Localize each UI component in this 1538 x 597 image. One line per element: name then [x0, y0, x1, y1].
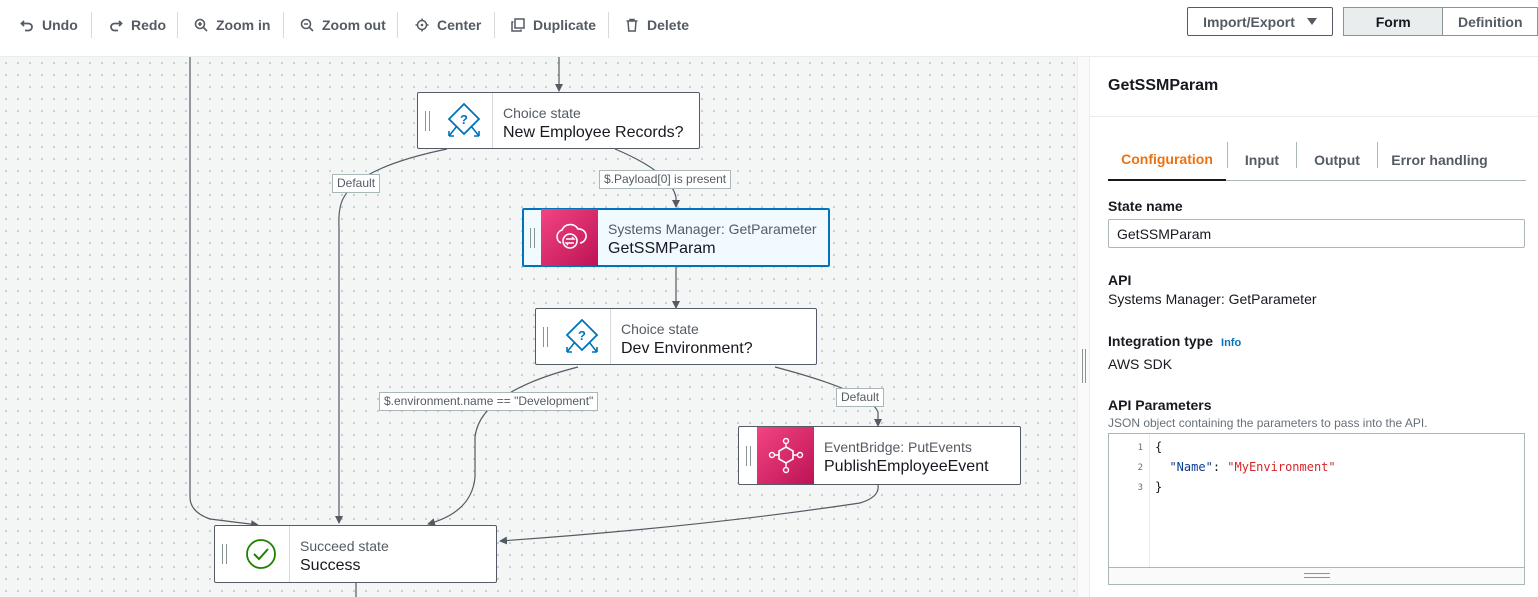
api-parameters-description: JSON object containing the parameters to…: [1108, 416, 1428, 430]
svg-text:?: ?: [578, 328, 586, 343]
info-link[interactable]: Info: [1221, 337, 1242, 349]
line-number: 3: [1137, 483, 1143, 493]
zoom-in-button[interactable]: Zoom in: [194, 10, 270, 40]
center-label: Center: [437, 17, 482, 33]
inspector-tabs: Configuration Input Output Error handlin…: [1108, 139, 1526, 181]
drag-handle[interactable]: [523, 209, 541, 266]
undo-label: Undo: [42, 17, 78, 33]
zoom-out-icon: [300, 18, 314, 32]
svg-text:?: ?: [460, 112, 468, 127]
choice-state-icon: ?: [436, 93, 493, 148]
redo-button[interactable]: Redo: [109, 10, 166, 40]
edge-env-dev: [427, 366, 579, 527]
node-type: EventBridge: PutEvents: [824, 439, 972, 455]
api-value: Systems Manager: GetParameter: [1108, 291, 1317, 307]
eventbridge-icon: [757, 427, 814, 484]
drag-handle[interactable]: [418, 93, 436, 148]
redo-icon: [110, 20, 123, 32]
toolbar: Undo Redo Zoom in Zoom out Center Duplic…: [0, 0, 1538, 57]
state-node-publish-employee-event[interactable]: EventBridge: PutEvents PublishEmployeeEv…: [738, 426, 1021, 485]
systems-manager-icon: [541, 209, 598, 266]
state-node-choice-new-records[interactable]: ? Choice state New Employee Records?: [417, 92, 700, 149]
state-node-getssmparam[interactable]: Systems Manager: GetParameter GetSSMPara…: [522, 208, 830, 267]
inspector-panel: GetSSMParam Configuration Input Output E…: [1090, 57, 1538, 597]
api-label: API: [1108, 272, 1132, 288]
node-name: Dev Environment?: [621, 340, 753, 357]
delete-button[interactable]: Delete: [625, 10, 689, 40]
api-parameters-label: API Parameters: [1108, 397, 1212, 413]
duplicate-label: Duplicate: [533, 17, 597, 33]
integration-type-text: Integration type: [1108, 333, 1214, 349]
node-name: PublishEmployeeEvent: [824, 458, 989, 475]
check-circle-icon: [233, 526, 290, 582]
edge-label-default-2: Default: [836, 388, 885, 407]
edge-label-payload: $.Payload[0] is present: [599, 170, 732, 189]
drag-handle[interactable]: [739, 427, 757, 484]
tab-input[interactable]: Input: [1244, 152, 1280, 168]
undo-button[interactable]: Undo: [20, 10, 78, 40]
state-node-choice-dev-env[interactable]: ? Choice state Dev Environment?: [535, 308, 817, 365]
node-type: Choice state: [621, 321, 699, 337]
edge-default1: [335, 148, 448, 524]
node-name: Success: [300, 557, 361, 574]
integration-type-value: AWS SDK: [1108, 356, 1173, 372]
zoom-out-label: Zoom out: [322, 17, 386, 33]
json-value: "MyEnvironment": [1227, 460, 1336, 474]
panel-resize-handle[interactable]: [1077, 57, 1090, 597]
code-line: }: [1155, 480, 1163, 494]
state-node-success[interactable]: Succeed state Success: [214, 525, 497, 583]
workflow-edges: [189, 57, 882, 597]
center-button[interactable]: Center: [415, 10, 481, 40]
mode-form-button[interactable]: Form: [1344, 8, 1444, 35]
line-number: 1: [1137, 443, 1143, 453]
zoom-out-button[interactable]: Zoom out: [300, 10, 386, 40]
tab-output[interactable]: Output: [1314, 152, 1360, 168]
drag-handle[interactable]: [215, 526, 233, 582]
delete-label: Delete: [647, 17, 690, 33]
line-number: 2: [1137, 463, 1143, 473]
redo-label: Redo: [131, 17, 166, 33]
node-type: Systems Manager: GetParameter: [608, 221, 817, 237]
duplicate-icon: [511, 18, 525, 32]
mode-definition-button[interactable]: Definition: [1457, 13, 1523, 30]
state-name-label: State name: [1108, 198, 1183, 214]
center-icon: [415, 18, 429, 32]
integration-type-label: Integration type Info: [1108, 333, 1241, 349]
json-key: "Name": [1169, 460, 1213, 474]
edge-publish-success: [499, 484, 879, 545]
tab-error-handling[interactable]: Error handling: [1391, 152, 1488, 168]
line-number-gutter: 1 2 3: [1109, 434, 1150, 567]
trash-icon: [626, 18, 638, 32]
edge-left-rail: [189, 57, 259, 529]
zoom-in-icon: [194, 18, 208, 32]
json-separator: :: [1212, 460, 1228, 474]
workflow-canvas[interactable]: Default $.Payload[0] is present $.enviro…: [0, 57, 1077, 597]
panel-title: GetSSMParam: [1108, 77, 1219, 94]
import-export-label: Import/Export: [1203, 13, 1295, 30]
zoom-in-label: Zoom in: [216, 17, 271, 33]
drag-handle[interactable]: [536, 309, 554, 364]
edge-label-default: Default: [332, 174, 381, 193]
tab-configuration[interactable]: Configuration: [1108, 139, 1226, 181]
code-line: {: [1155, 440, 1163, 454]
choice-state-icon: ?: [554, 309, 611, 364]
import-export-button[interactable]: Import/Export: [1187, 7, 1333, 36]
editor-resize-handle[interactable]: [1109, 567, 1524, 584]
edge-label-env-dev: $.environment.name == "Development": [379, 392, 599, 411]
undo-icon: [20, 20, 33, 32]
node-name: GetSSMParam: [608, 240, 716, 257]
state-name-input[interactable]: [1108, 219, 1525, 248]
node-name: New Employee Records?: [503, 124, 684, 141]
code-line: "Name": "MyEnvironment": [1155, 460, 1336, 474]
mode-toggle: Form Definition: [1343, 7, 1538, 36]
api-parameters-editor[interactable]: 1 2 3 { "Name": "MyEnvironment" }: [1108, 433, 1525, 585]
caret-down-icon: [1306, 17, 1317, 25]
node-type: Choice state: [503, 105, 581, 121]
node-type: Succeed state: [300, 538, 389, 554]
duplicate-button[interactable]: Duplicate: [511, 10, 596, 40]
